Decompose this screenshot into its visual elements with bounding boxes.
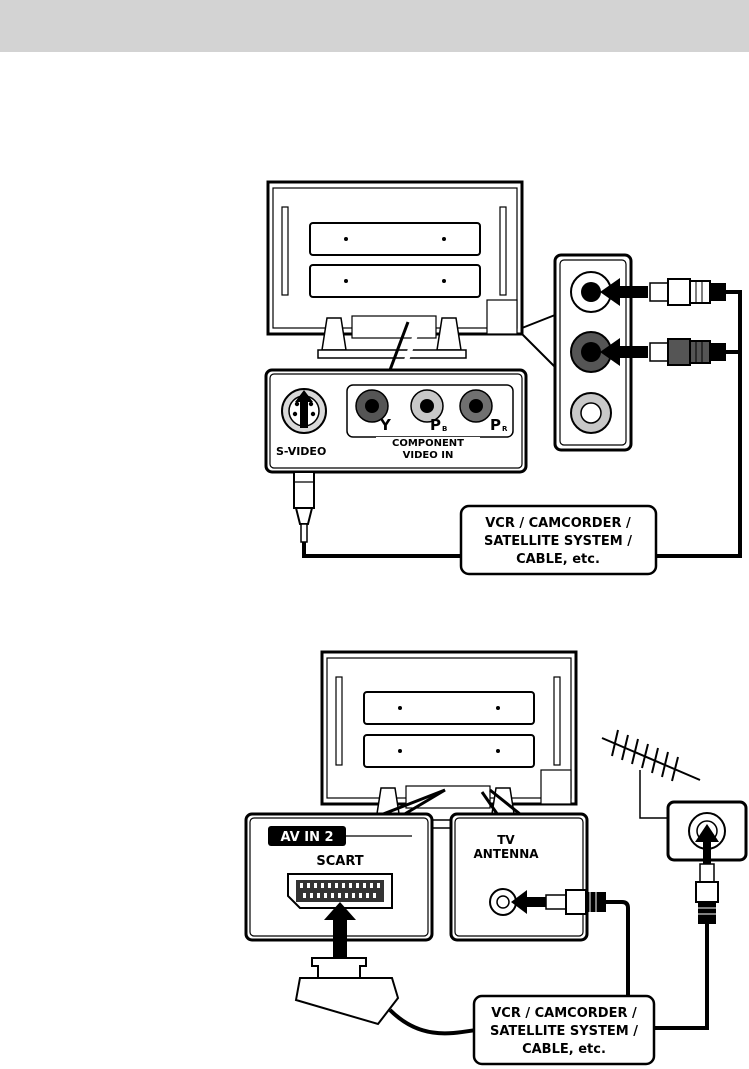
component-label-line1: COMPONENT — [392, 438, 464, 449]
pb-label: P — [430, 416, 441, 434]
av-in-2-label: AV IN 2 — [280, 830, 333, 845]
source-box-1-line3: CABLE, etc. — [516, 552, 600, 567]
antenna-icon — [601, 729, 701, 819]
pb-sub-label: B — [442, 425, 447, 433]
component-label-line2: VIDEO IN — [403, 450, 454, 461]
scart-plug — [294, 957, 477, 1036]
source-box-2-line3: CABLE, etc. — [522, 1042, 606, 1057]
wall-coax-plug — [654, 863, 719, 1030]
tv-antenna-label-line2: ANTENNA — [473, 847, 539, 861]
scart-panel: AV IN 2 SCART — [244, 812, 434, 942]
s-video-label: S-VIDEO — [276, 445, 326, 458]
tv-back-2 — [320, 650, 578, 829]
source-box-2-line2: SATELLITE SYSTEM / — [490, 1024, 638, 1039]
y-label: Y — [379, 416, 392, 434]
rca-plug-white — [649, 278, 726, 306]
source-box-2-line1: VCR / CAMCORDER / — [491, 1006, 637, 1021]
antenna-panel: TV ANTENNA — [449, 812, 589, 942]
coax-plug — [545, 889, 654, 1030]
port-panel-1: S-VIDEO Y P B P R COMPONENT VIDEO IN — [264, 368, 528, 474]
rca-side-panel — [553, 253, 633, 452]
av-in-2-badge — [268, 826, 346, 846]
source-device-box-1: VCR / CAMCORDER / SATELLITE SYSTEM / CAB… — [459, 504, 658, 576]
source-device-box-2: VCR / CAMCORDER / SATELLITE SYSTEM / CAB… — [472, 994, 656, 1066]
diagram-2: AV IN 2 SCART TV ANTENNA — [244, 650, 748, 1066]
rca-plug-red — [649, 338, 726, 366]
source-box-1-line2: SATELLITE SYSTEM / — [484, 534, 632, 549]
scart-label: SCART — [316, 854, 363, 869]
diagram-1: S-VIDEO Y P B P R COMPONENT VIDEO IN — [264, 180, 742, 576]
pr-label: P — [490, 416, 501, 434]
source-box-1-line1: VCR / CAMCORDER / — [485, 516, 631, 531]
pr-sub-label: R — [502, 425, 508, 433]
tv-back-1 — [266, 180, 524, 359]
header-bar — [0, 0, 749, 52]
tv-antenna-label-line1: TV — [497, 833, 515, 847]
s-video-plug — [293, 290, 742, 558]
